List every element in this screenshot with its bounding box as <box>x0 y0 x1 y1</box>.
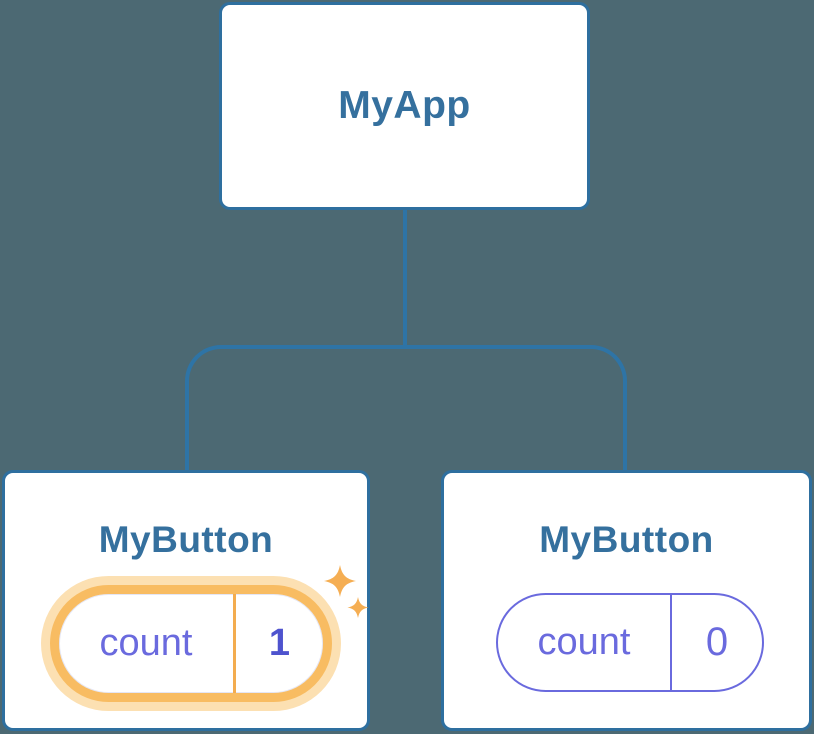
state-key: count <box>537 621 631 663</box>
pill-divider <box>670 595 672 690</box>
pill-divider <box>233 594 236 693</box>
connector-bracket <box>185 345 627 471</box>
state-value: 1 <box>268 622 291 664</box>
state-key: count <box>99 622 193 664</box>
connector-stem <box>403 210 407 347</box>
mybutton-label: MyButton <box>98 519 274 560</box>
sparkle-icon <box>324 565 369 618</box>
state-pill: count 0 <box>496 593 764 692</box>
mybutton-node-unchanged: MyButton count 0 <box>441 470 812 731</box>
state-value: 0 <box>705 620 729 664</box>
state-pill-highlighted: count 1 <box>50 585 332 702</box>
myapp-label: MyApp <box>338 84 471 127</box>
mybutton-node-updated: MyButton count 1 <box>2 470 370 731</box>
myapp-node: MyApp <box>219 2 590 210</box>
mybutton-label: MyButton <box>539 519 714 560</box>
